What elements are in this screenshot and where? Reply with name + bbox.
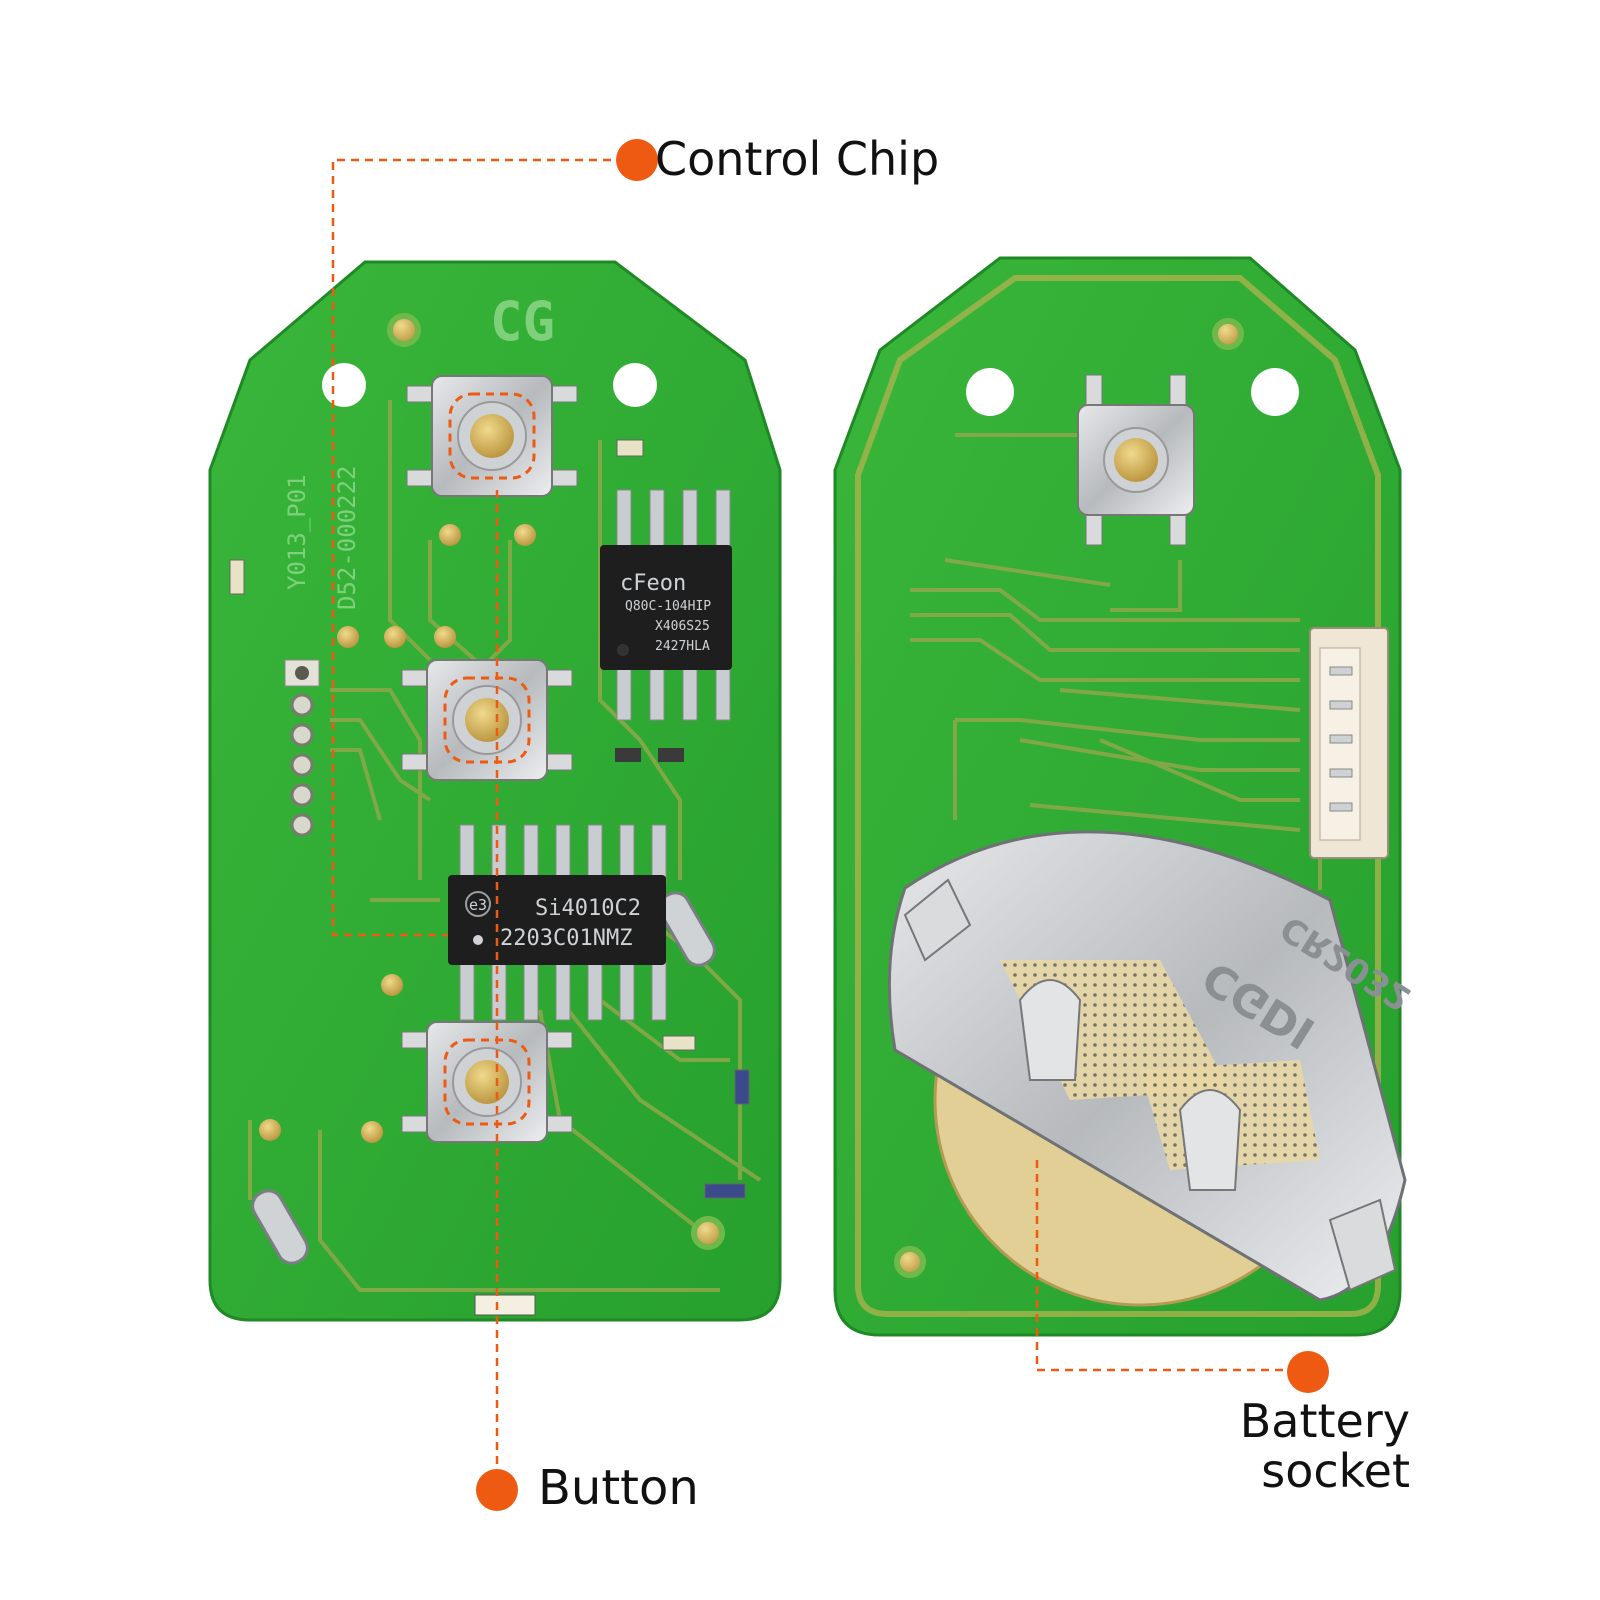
callout-leaders	[331, 158, 1295, 1490]
right-pcb-board: CGDI CR2032	[833, 256, 1418, 1337]
control-chip-leader	[331, 158, 625, 937]
battery-socket-leader	[1035, 1160, 1295, 1372]
left-pcb-board: CG Y013_P01 D52-000222	[208, 260, 782, 1322]
eeprom-label-brand: cFeon	[620, 571, 686, 596]
orange-dot-icon	[616, 139, 658, 181]
controller-label-part: Si4010C2	[535, 896, 641, 921]
control-chip-label: Control Chip	[655, 132, 940, 186]
orange-dot-icon	[1287, 1351, 1329, 1393]
tactile-switch-icon	[401, 1021, 573, 1143]
tactile-switch-icon	[406, 375, 578, 497]
silk-label-1: Y013_P01	[283, 474, 311, 590]
connector-header	[1309, 627, 1389, 859]
eeprom-label-lot: X406S25	[655, 619, 710, 634]
eeprom-label-part: Q80C-104HIP	[625, 599, 711, 614]
battery-holder: CGDI CR2032	[887, 830, 1418, 1302]
button-label: Button	[538, 1460, 699, 1516]
header-pins	[284, 659, 320, 837]
mount-hole	[613, 363, 657, 407]
battery-socket-label: Battery socket	[1239, 1394, 1410, 1498]
controller-label-lot: 2203C01NMZ	[500, 926, 632, 951]
tactile-switch-icon	[1077, 374, 1195, 546]
pads	[259, 524, 536, 1143]
controller-badge: e3	[469, 896, 487, 914]
mount-hole	[966, 368, 1014, 416]
eeprom-chip: cFeon Q80C-104HIP X406S25 2427HLA	[600, 489, 732, 721]
tactile-switch-icon	[401, 659, 573, 781]
mount-hole	[322, 363, 366, 407]
eeprom-label-date: 2427HLA	[655, 639, 710, 654]
mount-hole	[1251, 368, 1299, 416]
control-chip: e3 Si4010C2 2203C01NMZ	[448, 824, 667, 1021]
board-logo: CG	[490, 290, 555, 353]
orange-dot-icon	[476, 1469, 518, 1511]
right-traces	[910, 433, 1322, 890]
silk-label-2: D52-000222	[333, 466, 361, 611]
